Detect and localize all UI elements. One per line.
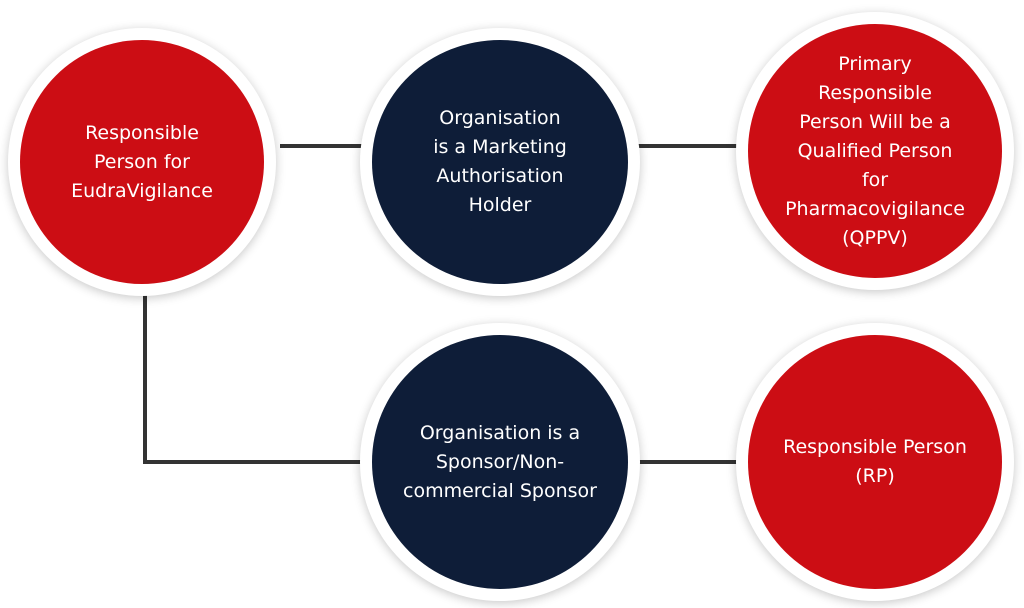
node-responsible-person-rp: Responsible Person (RP) — [736, 323, 1014, 601]
node-responsible-person-eudravigilance: Responsible Person for EudraVigilance — [8, 28, 276, 296]
node-label: Organisation is a Marketing Authorisatio… — [433, 107, 567, 216]
node-fill: Responsible Person for EudraVigilance — [20, 40, 264, 284]
node-sponsor: Organisation is a Sponsor/Non- commercia… — [360, 323, 640, 601]
node-fill: Organisation is a Sponsor/Non- commercia… — [372, 335, 628, 589]
node-label: Responsible Person (RP) — [783, 436, 967, 487]
node-label: Organisation is a Sponsor/Non- commercia… — [403, 421, 597, 502]
node-label: Primary Responsible Person Will be a Qua… — [785, 52, 965, 249]
node-fill: Organisation is a Marketing Authorisatio… — [372, 40, 628, 284]
node-marketing-authorisation-holder: Organisation is a Marketing Authorisatio… — [360, 28, 640, 296]
node-fill: Responsible Person (RP) — [748, 335, 1002, 589]
node-label: Responsible Person for EudraVigilance — [71, 121, 213, 202]
node-fill: Primary Responsible Person Will be a Qua… — [748, 24, 1002, 278]
node-qppv: Primary Responsible Person Will be a Qua… — [736, 12, 1014, 290]
